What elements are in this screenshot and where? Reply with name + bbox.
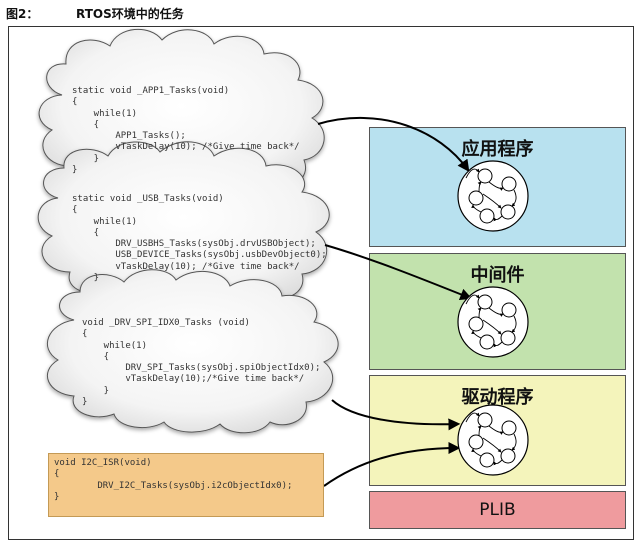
spi-tasks-code: void _DRV_SPI_IDX0_Tasks (void) { while(… [82, 318, 320, 408]
code-line: { [72, 119, 100, 130]
plib-layer: PLIB [369, 491, 626, 529]
driver-state-machine-icon [458, 405, 528, 475]
plib-layer-title: PLIB [479, 500, 516, 520]
code-line: APP1_Tasks(); [72, 131, 186, 142]
code-line: } [82, 385, 110, 396]
code-line: static void _APP1_Tasks(void) [72, 86, 230, 96]
figure-caption: 图2： RTOS环境中的任务 [6, 5, 184, 22]
code-line: } [82, 397, 88, 408]
code-line: DRV_USBHS_Tasks(sysObj.drvUSBObject); [72, 239, 316, 250]
code-line: { [72, 97, 78, 108]
code-line: { [72, 227, 100, 238]
code-line: { [82, 351, 110, 362]
usb-to-middleware-arrow [324, 244, 473, 301]
application-state-machine-icon [458, 161, 528, 231]
code-line: while(1) [82, 340, 148, 351]
code-line: vTaskDelay(10); /*Give time back*/ [72, 261, 300, 272]
code-line: USB_DEVICE_Tasks(sysObj.usbDevObject0); [72, 250, 327, 261]
code-line: } [72, 153, 100, 164]
code-line: while(1) [72, 216, 138, 227]
figure-title: RTOS环境中的任务 [76, 7, 184, 21]
usb-tasks-code: static void _USB_Tasks(void) { while(1) … [72, 194, 327, 284]
driver-layer-title: 驱动程序 [461, 387, 534, 408]
middleware-layer-title: 中间件 [470, 265, 525, 286]
i2c-isr-code: void I2C_ISR(void) { DRV_I2C_Tasks(sysOb… [54, 458, 292, 503]
code-line: while(1) [72, 108, 138, 119]
figure-number: 图2： [6, 7, 39, 21]
code-line: { [54, 469, 60, 480]
application-layer-title: 应用程序 [461, 139, 534, 160]
code-line: void _DRV_SPI_IDX0_Tasks (void) [82, 318, 250, 328]
i2c-isr-box [48, 453, 324, 517]
code-line: { [72, 205, 78, 216]
code-line: { [82, 329, 88, 340]
code-line: vTaskDelay(10);/*Give time back*/ [82, 374, 305, 385]
spi-tasks-cloud [46, 269, 339, 434]
spi-to-driver-arrow [331, 399, 461, 431]
code-line: DRV_I2C_Tasks(sysObj.i2cObjectIdx0); [54, 480, 293, 491]
code-line: vTaskDelay(10); /*Give time back*/ [72, 142, 300, 153]
code-line: static void _USB_Tasks(void) [72, 194, 224, 204]
middleware-state-machine-icon [458, 287, 528, 357]
code-line: } [72, 273, 100, 284]
app-tasks-code: static void _APP1_Tasks(void) { while(1)… [72, 86, 300, 176]
code-line: DRV_SPI_Tasks(sysObj.spiObjectIdx0); [82, 363, 321, 374]
code-line: void I2C_ISR(void) [54, 458, 152, 468]
isr-to-driver-arrow [323, 442, 461, 487]
code-line: } [54, 491, 60, 502]
code-line: } [72, 165, 78, 176]
app-to-application-arrow [317, 116, 470, 172]
